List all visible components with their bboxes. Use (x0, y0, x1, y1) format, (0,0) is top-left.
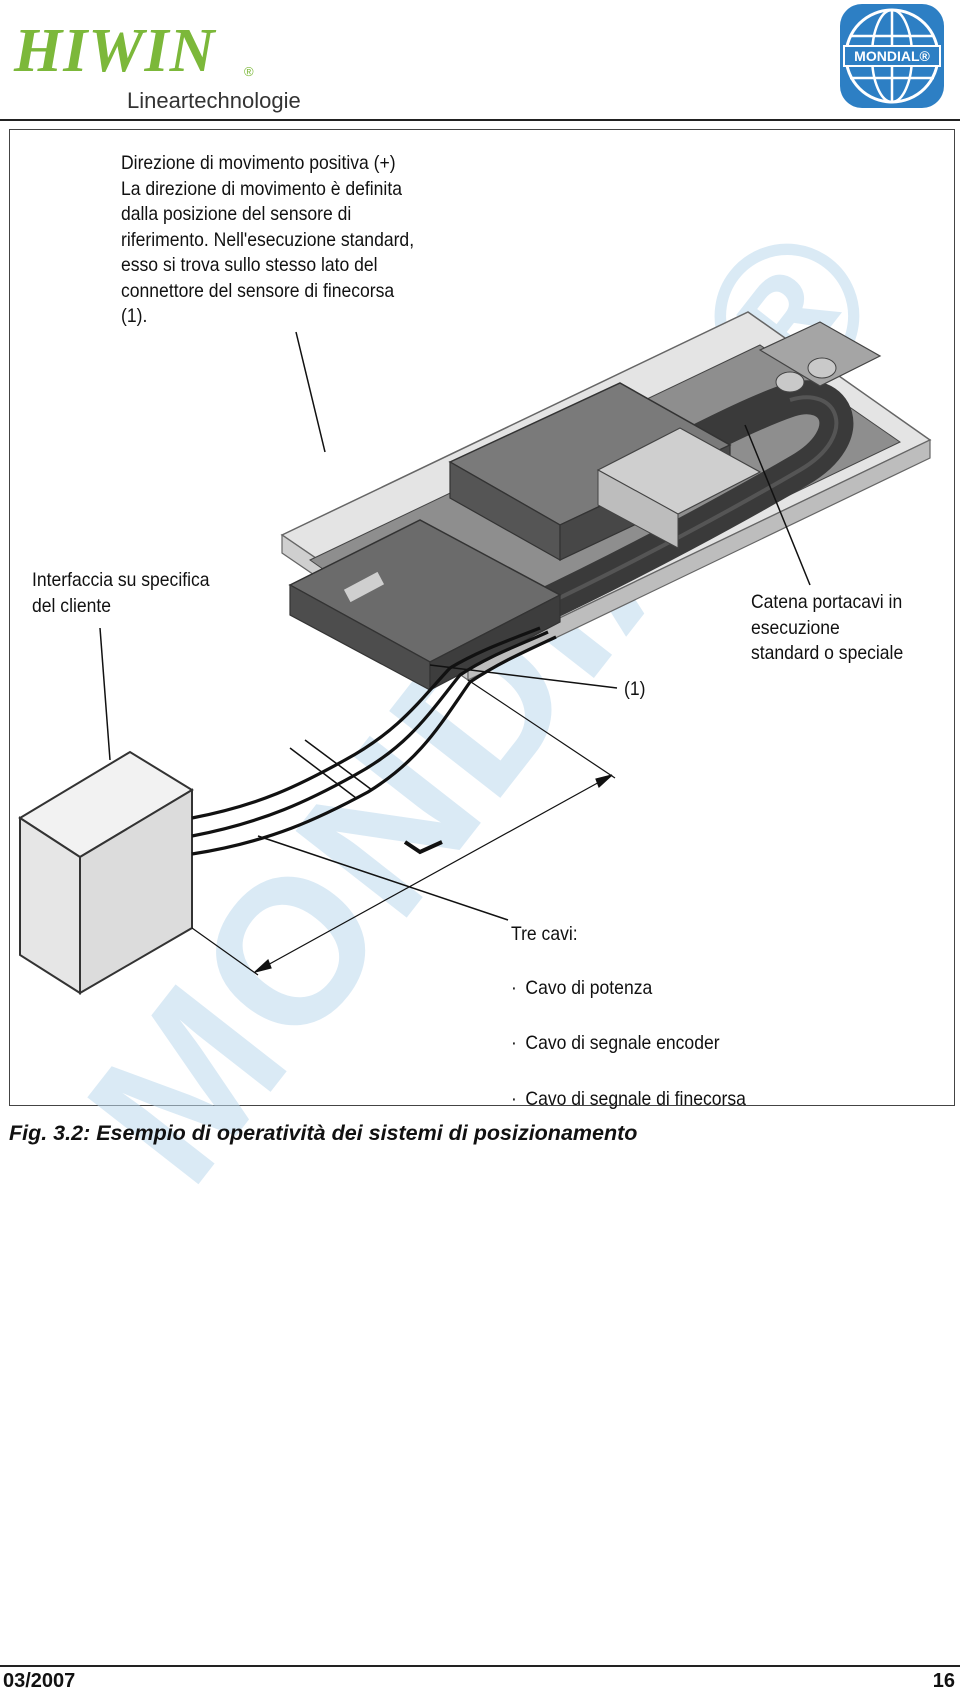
list-item: ·Cavo di segnale di finecorsa (511, 1087, 746, 1110)
callout-positive-direction: Direzione di movimento positiva (+) La d… (121, 152, 415, 327)
brand-subtitle: Lineartechnologie (127, 88, 301, 113)
brand-logo-text: HIWIN (14, 17, 216, 85)
brand-registered-mark: ® (244, 64, 254, 79)
cable-limit-switch-label: Cavo di segnale di finecorsa (525, 1087, 746, 1110)
footer-date: 03/2007 (3, 1670, 76, 1692)
list-item: ·Cavo di segnale encoder (511, 1032, 720, 1054)
cable-encoder-label: Cavo di segnale encoder (525, 1032, 720, 1054)
callout-cable-chain: Catena portacavi in esecuzione standard … (751, 591, 904, 664)
svg-text:MONDIAL®: MONDIAL® (854, 48, 930, 64)
cable-list: ·Cavo di potenza ·Cavo di segnale encode… (511, 950, 746, 1142)
figure-caption: Fig. 3.2: Esempio di operatività dei sis… (9, 1121, 638, 1145)
cable-power-label: Cavo di potenza (525, 976, 653, 999)
footer-divider (0, 1665, 960, 1667)
callout-connector-number: (1) (624, 678, 646, 700)
list-item: ·Cavo di potenza (511, 976, 653, 999)
figure-frame (9, 129, 955, 1106)
header-divider (0, 119, 960, 121)
callout-cables-title: Tre cavi: (511, 923, 578, 945)
page-number: 16 (932, 1670, 955, 1692)
mondial-logo: MONDIAL® (840, 4, 944, 108)
callout-customer-interface: Interfaccia su specifica del cliente (32, 569, 210, 617)
